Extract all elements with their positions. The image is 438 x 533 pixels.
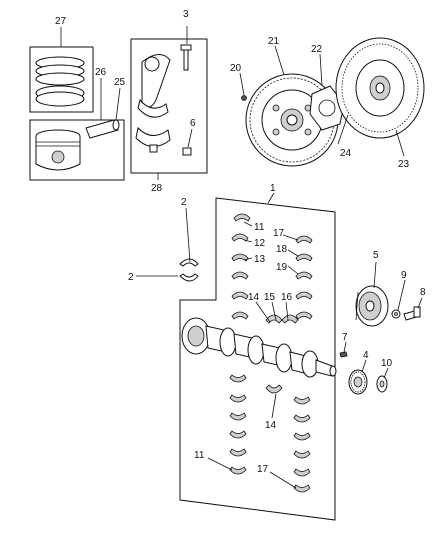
adapter-plate-group [309, 85, 349, 131]
vibration-damper-group [355, 285, 389, 327]
callout-5: 5 [373, 250, 379, 261]
callout-28: 28 [151, 183, 163, 194]
callout-10: 10 [381, 358, 393, 369]
callout-26: 26 [95, 67, 107, 78]
callout-25: 25 [114, 77, 126, 88]
piston-group [29, 119, 125, 181]
callout-14-lower: 14 [265, 420, 277, 431]
rear-seal-upper [179, 258, 199, 267]
leader-lines [60, 27, 423, 489]
callout-4: 4 [363, 350, 369, 361]
callout-11-lower: 11 [194, 450, 205, 461]
callout-9: 9 [401, 270, 407, 281]
callout-20: 20 [230, 63, 242, 74]
callout-13: 13 [254, 254, 266, 265]
callout-2-lower: 2 [128, 272, 134, 283]
adapter-plate [309, 85, 345, 131]
callout-15: 15 [264, 292, 276, 303]
callout-3: 3 [183, 9, 189, 20]
callout-2-upper: 2 [181, 197, 187, 208]
rear-seal-lower [179, 273, 199, 282]
callout-6: 6 [190, 118, 196, 129]
callout-12: 12 [254, 238, 266, 249]
callout-27: 27 [55, 16, 67, 27]
callout-labels: 27 26 25 3 6 28 20 21 22 24 23 1 2 2 11 … [55, 9, 426, 475]
callout-21: 21 [268, 36, 280, 47]
callout-18: 18 [276, 244, 288, 255]
callout-14-upper: 14 [248, 292, 260, 303]
callout-11-upper: 11 [254, 222, 265, 233]
callout-7: 7 [342, 332, 348, 343]
damper-bolt-group [391, 306, 421, 321]
callout-16: 16 [281, 292, 293, 303]
connecting-rod-group [130, 26, 208, 180]
callout-8: 8 [420, 287, 426, 298]
callout-19: 19 [276, 262, 288, 273]
torque-converter-group [335, 37, 425, 139]
callout-24: 24 [340, 148, 352, 159]
crank-key [339, 351, 348, 358]
rear-seal-group [179, 258, 199, 282]
piston-rings-group [29, 46, 94, 113]
callout-1: 1 [270, 183, 276, 194]
callout-17-lower: 17 [257, 464, 269, 475]
callout-17-upper: 17 [273, 228, 285, 239]
sprocket-group [339, 351, 388, 395]
callout-23: 23 [398, 159, 410, 170]
callout-22: 22 [311, 44, 323, 55]
crankshaft-group [181, 317, 337, 378]
